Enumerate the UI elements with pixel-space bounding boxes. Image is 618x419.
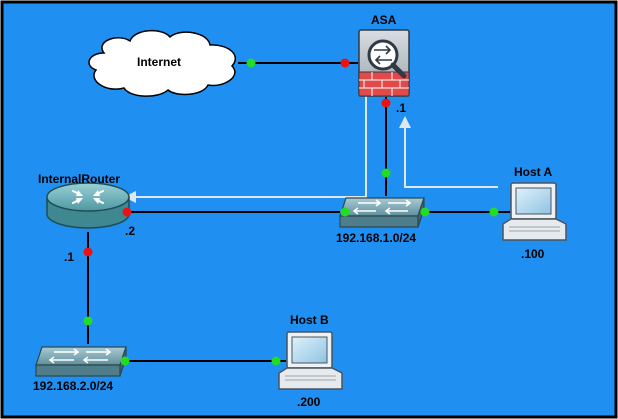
- port-up-switch1-to-router: [340, 207, 350, 217]
- cloud-icon: [88, 29, 237, 97]
- host-a-address-label: .100: [521, 247, 545, 261]
- port-up-switch2-to-hostb: [120, 356, 130, 366]
- router-switch2-interface-label: .1: [64, 250, 75, 264]
- host-b-label: Host B: [290, 313, 329, 327]
- flow-arrowhead-left: [124, 191, 136, 203]
- switch-icon-switch2: [35, 346, 127, 377]
- switch-icon-switch1: [339, 197, 425, 228]
- asa-label: ASA: [371, 13, 397, 27]
- port-up-switch2-uplink: [83, 316, 93, 326]
- internet-label: Internet: [137, 55, 182, 69]
- port-up-hosta: [489, 207, 499, 217]
- switch1-subnet-label: 192.168.1.0/24: [336, 231, 417, 245]
- flow-arrow-asa-to-router: [134, 92, 367, 198]
- port-down-asa-outside: [340, 58, 350, 68]
- flow-arrowhead-up: [399, 116, 411, 128]
- host-a-label: Host A: [514, 165, 553, 179]
- firewall-icon: [358, 29, 410, 97]
- port-down-router-to-switch2: [83, 247, 93, 257]
- port-down-asa-inside: [381, 98, 391, 108]
- router-icon: [46, 182, 130, 229]
- laptop-icon-host-a: [502, 182, 567, 241]
- port-down-router-to-switch1: [122, 207, 132, 217]
- port-up-internet: [246, 58, 256, 68]
- traffic-flow-arrows: [124, 92, 498, 203]
- laptop-icon-host-b: [278, 331, 343, 390]
- switch2-subnet-label: 192.168.2.0/24: [33, 379, 114, 393]
- flow-arrow-hosta-to-asa: [404, 124, 498, 188]
- port-up-hostb: [271, 356, 281, 366]
- asa-inside-interface-label: .1: [396, 101, 407, 115]
- port-up-switch1-to-hosta: [420, 207, 430, 217]
- internal-router-label: InternalRouter: [38, 172, 121, 186]
- port-indicators: [83, 58, 499, 366]
- host-b-address-label: .200: [297, 395, 321, 409]
- router-switch1-interface-label: .2: [125, 224, 136, 238]
- port-up-switch1-uplink: [381, 168, 391, 178]
